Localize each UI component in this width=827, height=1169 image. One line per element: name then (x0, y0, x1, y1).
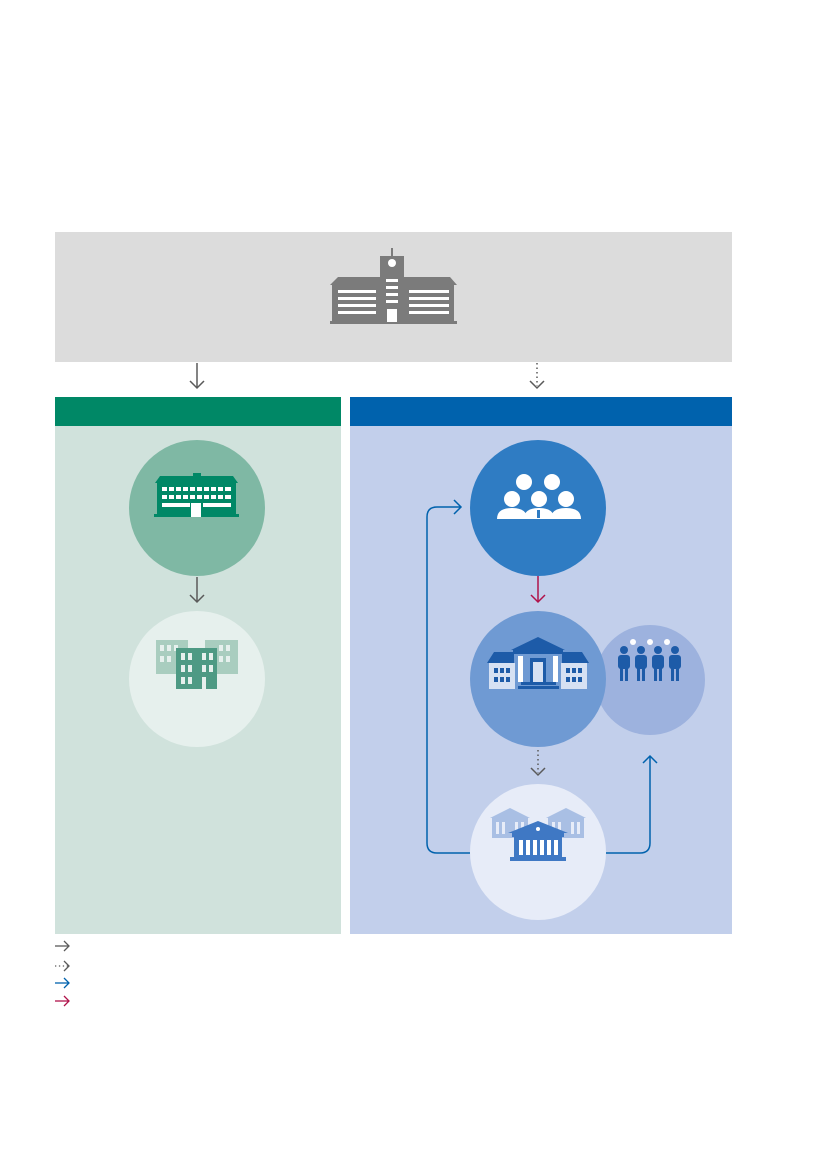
arrow-top-to-right-dotted (529, 363, 545, 390)
legend (55, 940, 70, 1007)
institution-building-icon (487, 637, 589, 689)
legend-solid-red-arrow (55, 995, 70, 1007)
right-column-header (350, 397, 732, 426)
legend-solid-grey-arrow (55, 940, 70, 952)
arrow-institution-to-group-dotted (530, 750, 546, 777)
arrow-blue-group-to-staff (606, 754, 658, 854)
legend-solid-blue-arrow (55, 977, 70, 989)
institution-group-icon (490, 808, 586, 861)
arrow-top-to-left (189, 363, 205, 390)
staff-group-icon (618, 639, 681, 681)
office-building-icon (154, 473, 239, 517)
people-group-icon (497, 474, 581, 519)
arrow-red-people-to-institution (530, 576, 546, 604)
left-column-header (55, 397, 341, 426)
right-circle-people (470, 440, 606, 576)
university-building-icon (330, 248, 457, 324)
legend-dotted-grey-arrow (55, 960, 70, 972)
building-group-icon (156, 640, 238, 689)
arrow-blue-group-to-people (426, 499, 470, 854)
arrow-left-circle1-to-circle2 (189, 577, 205, 604)
